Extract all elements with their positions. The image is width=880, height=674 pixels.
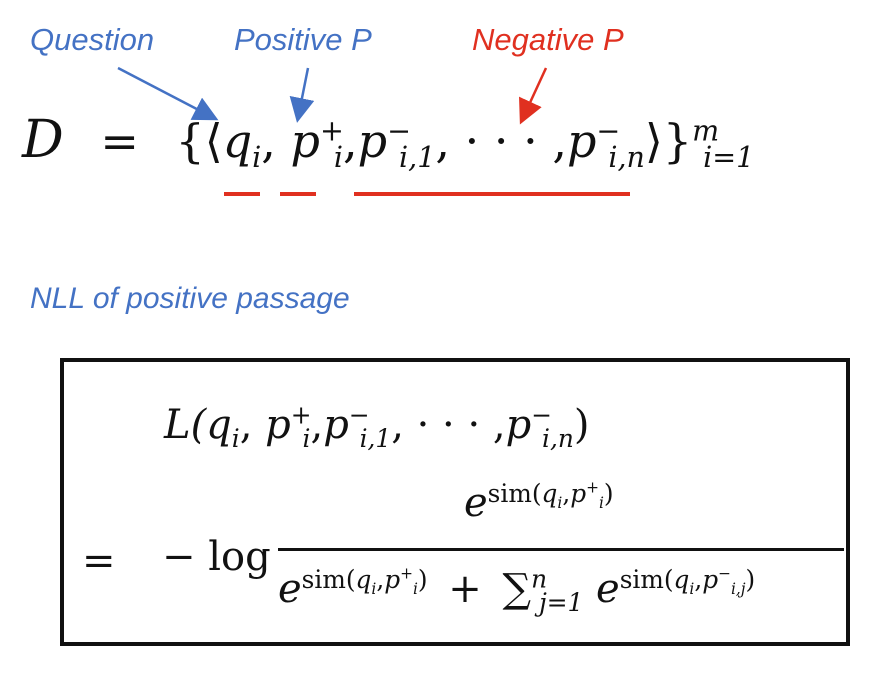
den-e-1: e: [278, 566, 302, 612]
den-p-sup-2: −: [718, 564, 731, 583]
num-comma: ,: [562, 478, 571, 508]
loss-close-paren: ): [573, 402, 590, 448]
question-underline: [224, 192, 260, 196]
open-brackets: {⟨: [175, 114, 223, 168]
fraction-denominator: esim(qi,p+i) + ∑nj=1 esim(qi,p−i,j): [278, 564, 756, 615]
num-p-sup: +: [586, 478, 599, 497]
comma-1: ,: [261, 114, 276, 168]
loss-ellipsis: · · ·: [416, 402, 481, 448]
negative-var-n: p: [566, 114, 597, 168]
dataset-symbol: D: [22, 110, 64, 170]
range-sup: m: [692, 114, 720, 148]
den-comma-1: ,: [376, 564, 385, 594]
den-exponent-1: sim(qi,p+i): [301, 564, 428, 597]
loss-box: L(qi, p+i,p−i,1, · · · ,p−i,n) = − log e…: [60, 358, 850, 646]
den-q-sub-1: i: [371, 579, 377, 598]
negative-passage-label: Negative P: [472, 22, 624, 57]
comma-3: ,: [435, 114, 450, 168]
negative-sup-1: −: [387, 114, 412, 148]
sum-sub: j=1: [539, 588, 584, 617]
loss-negative-sub-n: i,n: [542, 424, 574, 453]
num-sim-open: sim(: [487, 478, 542, 508]
den-sim-open-1: sim(: [301, 564, 356, 594]
den-plus: +: [448, 566, 482, 612]
den-exponent-2: sim(qi,p−i,j): [619, 564, 756, 597]
den-p-2: p: [702, 564, 719, 594]
negative-arrow: [519, 67, 548, 125]
den-q-2: q: [673, 564, 690, 594]
num-q-sub: i: [557, 493, 563, 512]
negative-var-1: p: [357, 114, 388, 168]
num-sim-close: ): [603, 478, 614, 508]
sum-symbol: ∑: [502, 566, 532, 612]
question-var: q: [222, 114, 253, 168]
question-sub: i: [252, 141, 262, 175]
question-label: Question: [30, 22, 155, 57]
close-brackets: ⟩}: [644, 114, 693, 168]
den-sim-close-1: ): [417, 564, 428, 594]
loss-comma-1: ,: [239, 402, 253, 448]
den-q-1: q: [355, 564, 372, 594]
positive-underline: [280, 192, 316, 196]
den-sim-close-2: ): [745, 564, 756, 594]
den-sim-open-2: sim(: [619, 564, 674, 594]
positive-sup: +: [320, 114, 344, 148]
negative-sup-n: −: [596, 114, 621, 148]
num-p-sub: i: [598, 493, 604, 512]
minus-log: − log: [162, 534, 271, 580]
loss-positive-var: p: [265, 402, 291, 448]
num-e: e: [464, 480, 488, 526]
loss-comma-3: ,: [391, 402, 404, 448]
loss-question-var: q: [206, 402, 232, 448]
num-p: p: [570, 478, 587, 508]
positive-sub: i: [333, 141, 344, 175]
negative-sub-n: i,n: [608, 141, 645, 175]
range-sub: i=1: [703, 141, 755, 175]
loss-comma-4: ,: [492, 402, 506, 448]
loss-negative-sup-n: −: [531, 400, 553, 430]
negative-underline: [354, 192, 630, 196]
loss-negative-sup-1: −: [348, 400, 370, 430]
den-e-2: e: [596, 566, 620, 612]
comma-2: ,: [343, 114, 358, 168]
den-p-sub-2: i,j: [730, 579, 746, 598]
num-exponent: sim(qi,p+i): [487, 478, 614, 511]
fraction-numerator: esim(qi,p+i): [464, 480, 614, 526]
fraction-bar: [278, 548, 844, 551]
loss-function-line: L(qi, p+i,p−i,1, · · · ,p−i,n): [164, 400, 590, 451]
loss-positive-sup: +: [290, 400, 312, 430]
loss-lhs: L(: [164, 402, 207, 448]
positive-var: p: [290, 114, 320, 168]
positive-arrow: [289, 67, 315, 123]
negative-sub-1: i,1: [399, 141, 436, 175]
loss-negative-var-n: p: [505, 402, 532, 448]
nll-label: NLL of positive passage: [30, 282, 350, 315]
loss-negative-var-1: p: [323, 402, 349, 448]
loss-equals-sign: =: [82, 538, 116, 584]
den-p-sub-1: i: [412, 579, 418, 598]
den-p-1: p: [384, 564, 401, 594]
sum-sup: n: [531, 564, 548, 594]
num-q: q: [541, 478, 558, 508]
equals-sign: =: [100, 114, 139, 168]
loss-positive-sub: i: [302, 424, 311, 453]
comma-4: ,: [552, 114, 567, 168]
question-arrow: [117, 66, 219, 121]
den-comma-2: ,: [694, 564, 703, 594]
ellipsis: · · ·: [464, 114, 538, 168]
den-q-sub-2: i: [689, 579, 695, 598]
den-p-sup-1: +: [400, 564, 413, 583]
loss-question-sub: i: [231, 424, 240, 453]
loss-comma-2: ,: [310, 402, 324, 448]
positive-passage-label: Positive P: [234, 22, 372, 57]
loss-negative-sub-1: i,1: [359, 424, 392, 453]
dataset-equation: D = {⟨qi, p+i,p−i,1, · · · ,p−i,n⟩}mi=1: [22, 114, 754, 172]
